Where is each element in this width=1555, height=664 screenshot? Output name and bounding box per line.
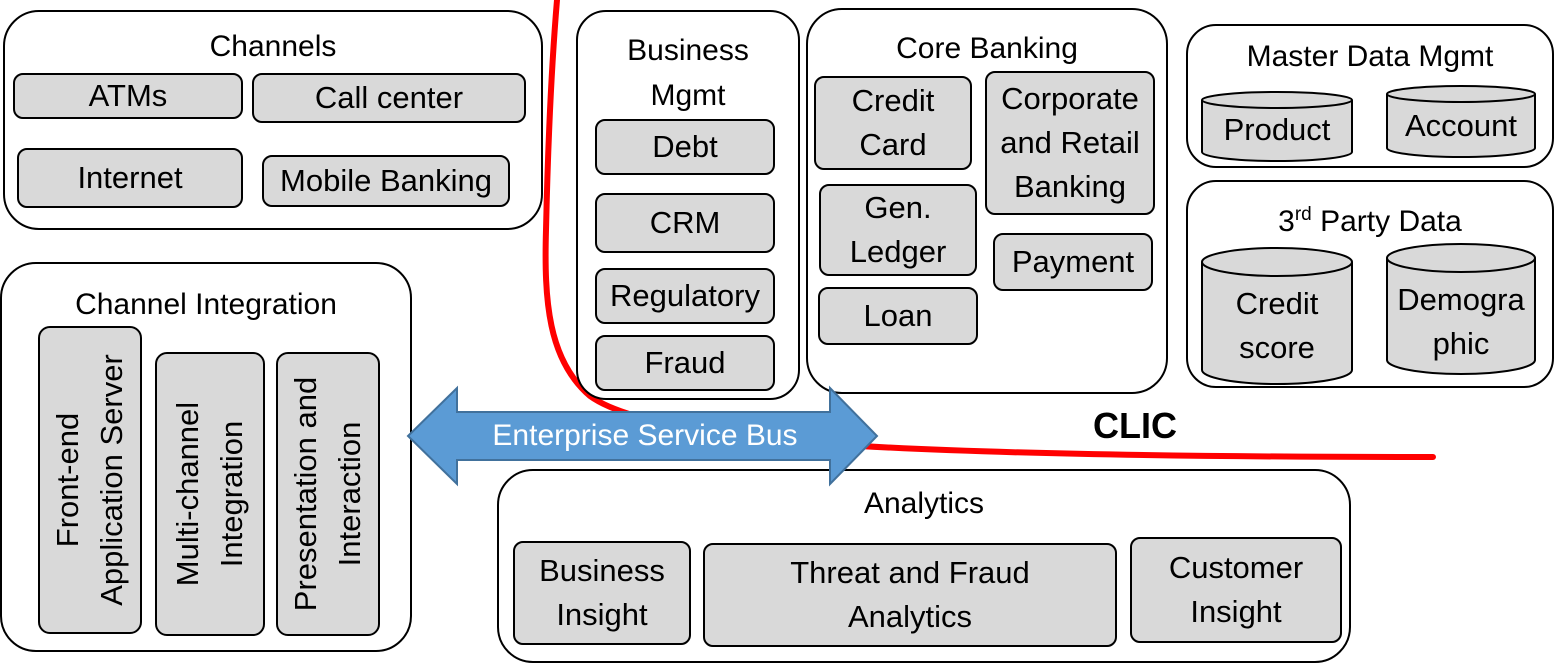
third-party-title-rest: Party Data <box>1311 205 1462 238</box>
front-end-app-server-box[interactable]: Front-end Application Server <box>38 326 142 634</box>
credit-card-box[interactable]: Credit Card <box>814 76 972 170</box>
demographic-label: Demogra phic <box>1397 282 1525 361</box>
internet-box[interactable]: Internet <box>17 148 243 208</box>
business-insight-box[interactable]: Business Insight <box>513 541 691 645</box>
payment-box[interactable]: Payment <box>993 233 1153 291</box>
master-data-title: Master Data Mgmt <box>1246 40 1494 73</box>
credit-score-database-icon[interactable]: Credit score <box>1200 244 1354 386</box>
presentation-interaction-box[interactable]: Presentation and Interaction <box>276 352 380 636</box>
core-banking-panel: Core Banking Credit Card Corporate and R… <box>806 8 1168 394</box>
atms-box[interactable]: ATMs <box>13 73 243 119</box>
business-mgmt-title: Business Mgmt <box>627 34 749 112</box>
enterprise-service-bus-label: Enterprise Service Bus <box>492 419 798 452</box>
front-end-app-server-label: Front-end Application Server <box>50 354 129 606</box>
corporate-retail-banking-box[interactable]: Corporate and Retail Banking <box>985 71 1155 215</box>
credit-score-label: Credit score <box>1235 286 1319 365</box>
regulatory-box[interactable]: Regulatory <box>595 268 775 324</box>
customer-insight-box[interactable]: Customer Insight <box>1130 537 1342 643</box>
multi-channel-integration-label: Multi-channel Integration <box>170 401 249 587</box>
demographic-database-icon[interactable]: Demogra phic <box>1385 240 1537 376</box>
analytics-title: Analytics <box>863 487 985 520</box>
account-database-icon[interactable]: Account <box>1385 84 1537 158</box>
mobile-banking-box[interactable]: Mobile Banking <box>262 155 510 207</box>
product-label: Product <box>1223 112 1331 147</box>
analytics-panel: Analytics Business Insight Threat and Fr… <box>497 469 1351 663</box>
business-mgmt-panel: Business Mgmt Debt CRM Regulatory Fraud <box>576 10 800 400</box>
third-party-title-sup: rd <box>1294 204 1312 225</box>
call-center-box[interactable]: Call center <box>252 73 526 123</box>
core-banking-title: Core Banking <box>896 32 1078 65</box>
third-party-data-panel: 3rd Party Data Credit score Demogra phic <box>1186 180 1554 388</box>
master-data-panel: Master Data Mgmt Product Account <box>1186 24 1554 168</box>
third-party-data-title: 3rd Party Data <box>1188 198 1552 239</box>
debt-box[interactable]: Debt <box>595 119 775 175</box>
threat-fraud-analytics-box[interactable]: Threat and Fraud Analytics <box>703 543 1117 647</box>
loan-box[interactable]: Loan <box>818 287 978 345</box>
channel-integration-panel: Channel Integration Front-end Applicatio… <box>0 262 412 652</box>
presentation-interaction-label: Presentation and Interaction <box>288 376 367 612</box>
account-label: Account <box>1404 108 1517 143</box>
crm-box[interactable]: CRM <box>595 193 775 253</box>
product-database-icon[interactable]: Product <box>1200 90 1354 162</box>
fraud-box[interactable]: Fraud <box>595 335 775 391</box>
channel-integration-title: Channel Integration <box>75 288 337 321</box>
multi-channel-integration-box[interactable]: Multi-channel Integration <box>155 352 265 636</box>
clic-label: CLIC <box>1093 405 1177 446</box>
channels-panel: Channels ATMs Call center Internet Mobil… <box>3 10 543 230</box>
general-ledger-box[interactable]: Gen. Ledger <box>819 184 977 276</box>
channels-title: Channels <box>209 30 337 63</box>
third-party-title-prefix: 3 <box>1278 205 1295 238</box>
